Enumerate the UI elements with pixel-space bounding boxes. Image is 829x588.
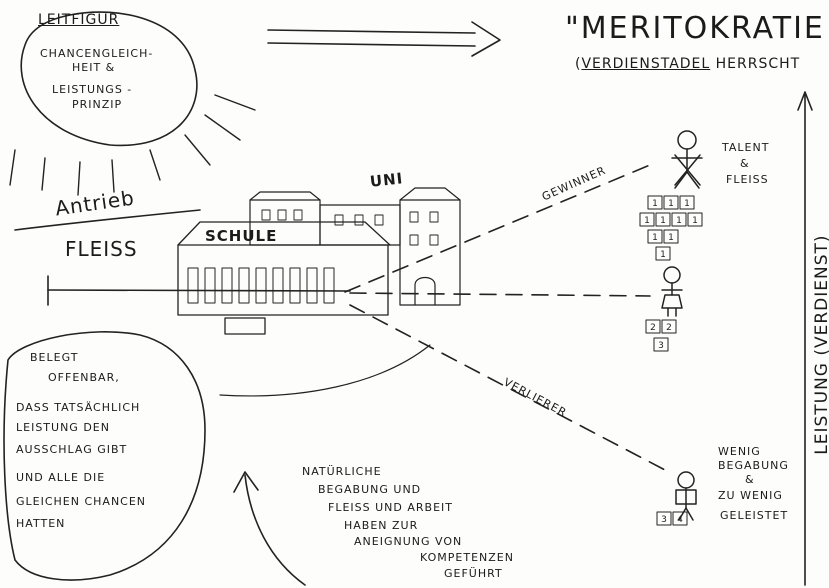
top-outcome-line-3: FLEIß xyxy=(726,173,769,186)
bottom-outcome-line-3: & xyxy=(745,473,755,486)
ground-line xyxy=(47,289,351,292)
belegt-line-2: OFFENBAR, xyxy=(48,371,120,384)
natuerliche-line-2: BEGABUNG UND xyxy=(318,483,422,496)
leitfigur-title: LEITFIGUR xyxy=(38,12,120,28)
natuerliche-line-7: GEFÜHRT xyxy=(444,567,503,580)
grade-1f: 1 xyxy=(676,216,682,226)
leitfigur-line-4: PRINZIP xyxy=(72,98,123,111)
antrieb-underline xyxy=(14,209,201,231)
grade-2b: 2 xyxy=(666,323,672,333)
bottom-outcome-line-1: WENIG xyxy=(718,445,761,458)
grade-boxes-top xyxy=(639,195,703,261)
path-middle xyxy=(349,292,651,297)
belegt-line-5: AUSSCHLAG GIBT xyxy=(16,443,128,456)
sun-rays xyxy=(9,94,256,196)
grade-1g: 1 xyxy=(692,216,698,226)
grade-3a: 3 xyxy=(658,341,664,351)
uni-label: UNI xyxy=(369,169,405,191)
top-outcome-line-1: TALENT xyxy=(722,141,770,154)
belegt-line-7: GLEICHEN CHANCEN xyxy=(16,495,147,508)
return-arrow xyxy=(244,474,306,586)
meritokratie-subtitle: (VERDIENSTADEL HERRSCHT xyxy=(575,56,800,72)
leistung-axis xyxy=(797,91,813,586)
figure-bottom xyxy=(675,471,697,521)
grade-1a: 1 xyxy=(652,199,658,209)
university-building xyxy=(249,187,461,306)
belegt-line-6: UND ALLE DIE xyxy=(16,471,106,484)
leitfigur-line-3: LEISTUNGS - xyxy=(52,83,133,96)
subtitle-paren: ( xyxy=(575,56,582,72)
grade-3b: 3 xyxy=(661,515,667,525)
figure-top xyxy=(671,130,703,189)
subtitle-verdienstadel: VERDIENSTADEL xyxy=(581,56,711,72)
belegt-bubble xyxy=(3,331,206,581)
grade-boxes-bottom xyxy=(656,511,688,526)
leitfigur-bubble xyxy=(20,11,198,147)
grade-1e: 1 xyxy=(660,216,666,226)
grade-1j: 1 xyxy=(660,250,666,260)
paths xyxy=(344,164,666,471)
leistung-axis-label: LEISTUNG (VERDIENST) xyxy=(812,234,829,455)
subtitle-herrscht: HERRSCHT xyxy=(710,56,801,72)
grade-1b: 1 xyxy=(668,199,674,209)
natuerliche-line-1: NATÜRLICHE xyxy=(302,465,382,478)
grade-numbers: 1 1 1 1 1 1 1 1 1 1 2 2 3 3 4 xyxy=(644,199,698,525)
figure-middle xyxy=(661,266,683,317)
grade-boxes-middle xyxy=(645,319,677,352)
belegt-line-3: DASS TATSÄCHLICH xyxy=(16,401,141,414)
natuerliche-line-4: HABEN ZUR xyxy=(344,519,419,532)
meritokratie-arrow xyxy=(267,21,501,57)
path-gewinner xyxy=(344,164,651,293)
bottom-outcome-line-4: ZU WENIG xyxy=(718,489,783,502)
natuerliche-line-3: FLEIß UND ARBEIT xyxy=(328,501,453,514)
grade-1i: 1 xyxy=(668,233,674,243)
fleiss-label: FLEIß xyxy=(65,237,138,261)
leitfigur-line-2: HEIT & xyxy=(72,61,116,74)
school-building xyxy=(177,221,391,335)
bottom-outcome-line-2: BEGABUNG xyxy=(718,459,789,472)
belegt-line-1: BELEGT xyxy=(30,351,79,364)
grade-1c: 1 xyxy=(684,199,690,209)
belegt-line-8: HATTEN xyxy=(16,517,66,530)
leitfigur-line-1: CHANCENGLEICH- xyxy=(40,47,154,60)
natuerliche-line-5: ANEIGNUNG VON xyxy=(354,535,463,548)
belegt-line-4: LEISTUNG DEN xyxy=(16,421,110,434)
grade-4a: 4 xyxy=(677,515,683,525)
grade-1d: 1 xyxy=(644,216,650,226)
grade-2a: 2 xyxy=(650,323,656,333)
path-verlierer xyxy=(349,304,666,471)
top-outcome-line-2: & xyxy=(740,157,750,170)
schule-label: SCHULE xyxy=(205,227,278,245)
bottom-outcome-line-5: GELEISTET xyxy=(720,509,789,522)
grade-1h: 1 xyxy=(652,233,658,243)
natuerliche-line-6: KOMPETENZEN xyxy=(420,551,514,564)
meritokratie-title: "MERITOKRATIE xyxy=(565,11,825,46)
